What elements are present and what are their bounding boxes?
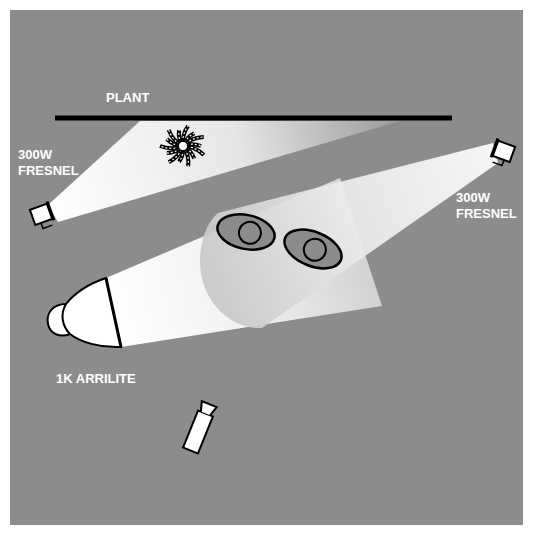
light-label: 300W FRESNEL	[456, 190, 528, 222]
fresnel-light	[490, 139, 516, 168]
person	[279, 222, 347, 276]
wall	[55, 116, 452, 121]
camera	[183, 401, 217, 453]
fresnel-light	[29, 202, 55, 231]
floor	[10, 10, 523, 525]
plant-symbol	[160, 126, 204, 166]
light-label: 1K ARRILITE	[56, 371, 136, 387]
prop-label: PLANT	[106, 90, 149, 106]
plant-center	[178, 141, 188, 151]
light-beam	[200, 143, 498, 328]
arrilite-light	[48, 278, 121, 347]
light-label: 300W FRESNEL	[18, 147, 90, 179]
person	[214, 209, 278, 254]
